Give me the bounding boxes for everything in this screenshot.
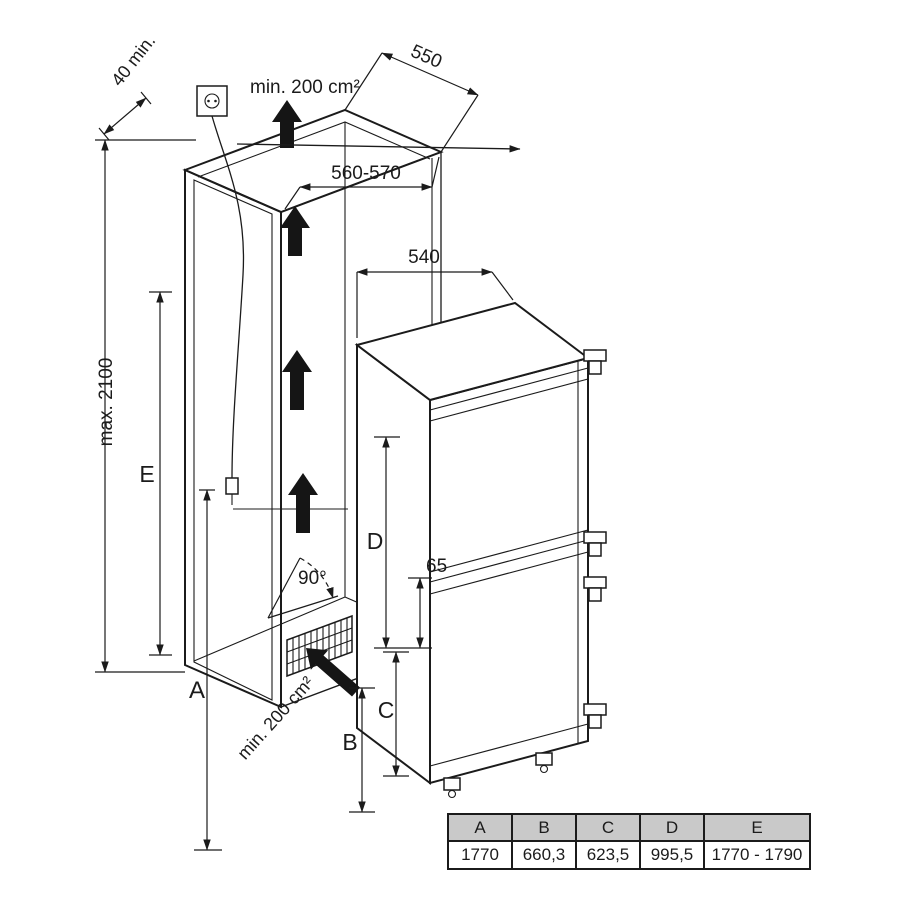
label-max-2100: max. 2100: [96, 358, 117, 447]
airflow-arrow-exhaust-icon: [236, 143, 521, 153]
vent-grille: [286, 614, 353, 678]
table-header-e: E: [703, 813, 811, 842]
label-vent-bottom: min. 200 cm²: [233, 673, 317, 764]
outlet-box: [196, 85, 228, 117]
hinge-bottom: [583, 703, 607, 716]
airflow-arrow-lower-icon: [288, 473, 318, 533]
table-value-row: 1770 660,3 623,5 995,5 1770 - 1790: [447, 840, 811, 870]
table-header-row: A B C D E: [447, 813, 811, 842]
table-value-d: 995,5: [639, 840, 705, 870]
label-angle-90: 90°: [298, 568, 327, 589]
label-dim-65: 65: [426, 556, 447, 577]
door-hinges: [583, 349, 607, 729]
label-dim-e: E: [139, 461, 154, 487]
hinge-top-bracket: [588, 360, 602, 375]
hinge-middle-lower: [583, 576, 607, 589]
airflow-arrow-upper-icon: [280, 206, 310, 256]
fridge-feet: [443, 752, 553, 799]
fridge-front-face: [429, 356, 589, 785]
dim-max2100-extensions: [95, 139, 196, 673]
outlet-pin: [207, 99, 210, 103]
angle-90-arc: [299, 557, 334, 599]
spec-table: A B C D E 1770 660,3 623,5 995,5 1770 - …: [447, 813, 811, 870]
label-gap-40min: 40 min.: [107, 31, 159, 90]
table-header-b: B: [511, 813, 577, 842]
airflow-arrow-middle-icon: [282, 350, 312, 410]
dim-540-extensions: [356, 271, 514, 338]
outlet-socket-icon: [204, 93, 220, 109]
label-dim-c: C: [378, 697, 395, 723]
cabinet-top-face: [182, 108, 444, 214]
table-value-e: 1770 - 1790: [703, 840, 811, 870]
door-split-lines: [429, 529, 589, 595]
airflow-arrow-vent-icon: [306, 648, 360, 697]
table-value-b: 660,3: [511, 840, 577, 870]
door-top-strip: [429, 367, 589, 422]
foot-right: [535, 752, 553, 766]
table-value-c: 623,5: [575, 840, 641, 870]
foot-left: [443, 777, 461, 791]
label-dim-b: B: [342, 729, 357, 755]
label-dim-d: D: [367, 528, 384, 554]
label-width-560-570: 560-570: [331, 163, 401, 184]
dim-550-extensions: [344, 52, 479, 153]
label-depth-550: 550: [407, 41, 444, 73]
table-value-a: 1770: [447, 840, 513, 870]
hinge-middle-upper-bracket: [588, 542, 602, 557]
foot-right-roller: [539, 764, 549, 774]
vent-grille-hatch: [286, 617, 353, 674]
foot-left-roller: [447, 789, 457, 799]
fridge-unit: [354, 301, 607, 799]
power-cord: [211, 115, 245, 479]
door-edge-lines: [429, 361, 589, 767]
hinge-bottom-bracket: [588, 714, 602, 729]
outlet-pin: [214, 99, 217, 103]
cabinet-front-inner-frame: [193, 179, 273, 701]
power-outlet: [196, 85, 245, 505]
airflow-arrow-top-icon: [272, 100, 302, 148]
table-header-a: A: [447, 813, 513, 842]
label-dim-a: A: [189, 677, 205, 704]
dim-560-extensions: [284, 156, 440, 210]
power-plug: [225, 477, 239, 495]
table-header-d: D: [639, 813, 705, 842]
label-vent-top: min. 200 cm²: [250, 77, 360, 98]
dimension-lines: [95, 52, 514, 851]
dim-550-line: [381, 52, 479, 96]
hinge-middle-lower-bracket: [588, 587, 602, 602]
hinge-top: [583, 349, 607, 362]
angle-90-legs: [267, 557, 339, 619]
dimension-table: A B C D E 1770 660,3 623,5 995,5 1770 - …: [447, 813, 811, 870]
label-width-540: 540: [408, 247, 440, 268]
airflow-arrows: [236, 100, 521, 697]
table-header-c: C: [575, 813, 641, 842]
hinge-middle-upper: [583, 531, 607, 544]
dim-40-line: [103, 97, 147, 135]
